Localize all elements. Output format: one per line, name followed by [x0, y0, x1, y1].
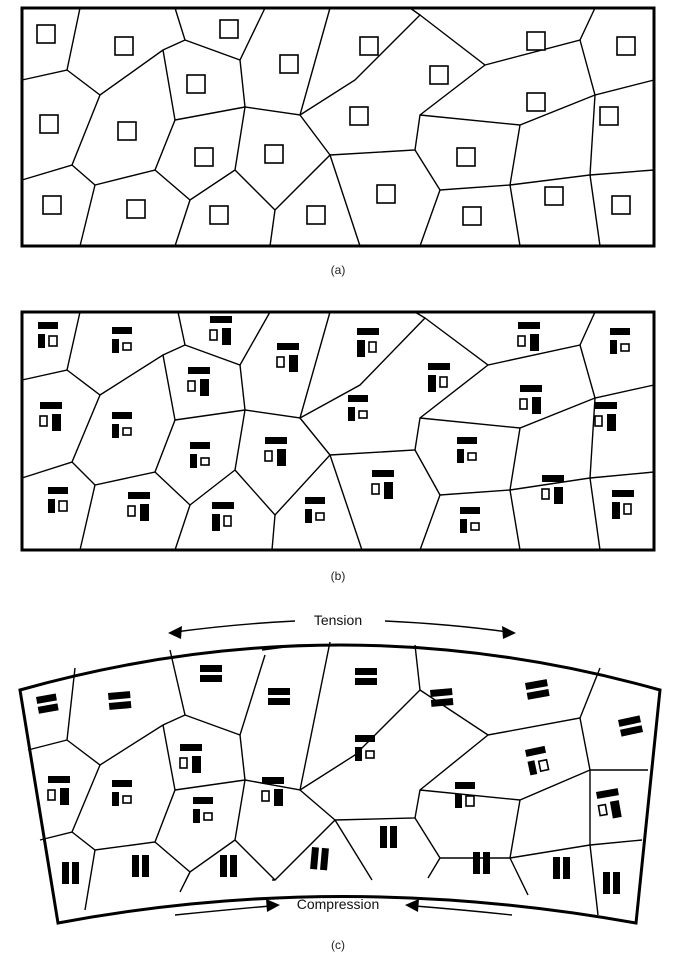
grain-square — [527, 93, 545, 111]
panel-a-label: (a) — [331, 263, 346, 277]
tension-label: Tension — [314, 612, 362, 628]
grain-square — [37, 25, 55, 43]
grain-square — [430, 66, 448, 84]
grain-square — [40, 115, 58, 133]
grain-square — [220, 20, 238, 38]
panel-b: (b) — [22, 312, 654, 583]
panel-c-label: (c) — [331, 938, 345, 952]
grain-square — [617, 37, 635, 55]
panel-c: Tension — [20, 612, 660, 952]
grain-square — [360, 37, 378, 55]
grain-square — [280, 55, 298, 73]
grain-square — [210, 206, 228, 224]
grain-square — [600, 107, 618, 125]
grain-square — [265, 145, 283, 163]
grain-square — [463, 207, 481, 225]
grain-square — [118, 122, 136, 140]
grain-square — [187, 75, 205, 93]
grain-square — [457, 148, 475, 166]
grain-square — [43, 196, 61, 214]
panel-a: (a) — [22, 8, 654, 277]
grain-square — [612, 196, 630, 214]
grain-square — [527, 32, 545, 50]
compression-label: Compression — [297, 896, 379, 912]
tension-arrow: Tension — [168, 612, 516, 639]
panel-b-label: (b) — [331, 569, 346, 583]
grain-square — [545, 187, 563, 205]
grain-square — [377, 185, 395, 203]
grain-square — [307, 206, 325, 224]
grain-square — [115, 37, 133, 55]
grain-square — [195, 148, 213, 166]
grain-square — [350, 107, 368, 125]
grain-square — [127, 200, 145, 218]
